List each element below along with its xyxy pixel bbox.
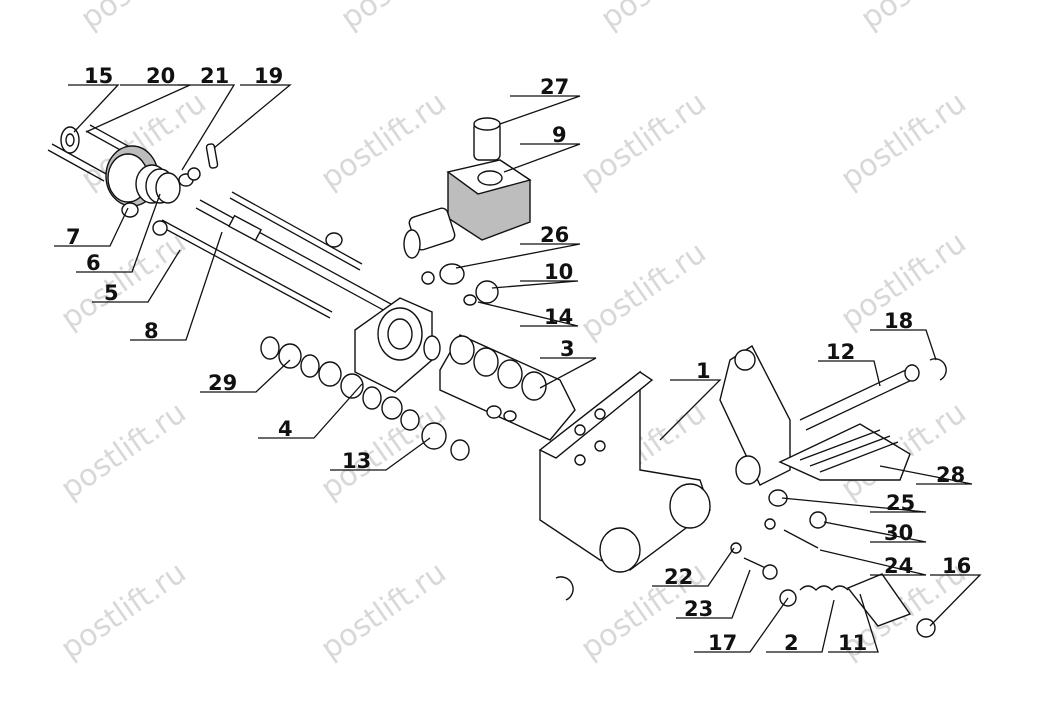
callout-19: 19 (254, 64, 283, 88)
watermark-text: postlift.ru (575, 85, 713, 196)
callout-4: 4 (278, 417, 293, 441)
watermark-text: postlift.ru (315, 85, 453, 196)
callout-30: 30 (884, 521, 913, 545)
callout-9: 9 (552, 123, 567, 147)
watermark-text: postlift.ru (575, 235, 713, 346)
callout-15: 15 (84, 64, 113, 88)
leader-lines (54, 84, 982, 653)
callout-25: 25 (886, 491, 915, 515)
watermark-text: postlift.ru (315, 555, 453, 666)
callout-13: 13 (342, 449, 371, 473)
watermark-text: postlift.ru (595, 0, 733, 37)
callout-11: 11 (838, 631, 867, 655)
callout-22: 22 (664, 565, 693, 589)
small-hardware (730, 489, 936, 638)
callout-29: 29 (208, 371, 237, 395)
watermark-layer: postlift.ru postlift.ru postlift.ru post… (55, 0, 993, 667)
cylinder-housing (260, 297, 470, 461)
callout-26: 26 (540, 223, 569, 247)
seal-stack (260, 336, 470, 461)
callout-labels: 15 20 21 19 27 9 26 10 14 7 6 5 8 29 4 1… (66, 64, 971, 655)
callout-5: 5 (104, 281, 119, 305)
callout-7: 7 (66, 225, 81, 249)
callout-16: 16 (942, 554, 971, 578)
mounting-bracket (538, 370, 711, 601)
callout-18: 18 (884, 309, 913, 333)
callout-24: 24 (884, 554, 913, 578)
callout-12: 12 (826, 340, 855, 364)
callout-21: 21 (200, 64, 229, 88)
watermark-text: postlift.ru (335, 0, 473, 37)
callout-1: 1 (696, 359, 711, 383)
callout-8: 8 (144, 319, 159, 343)
parts-layer (47, 117, 947, 638)
manifold-block (439, 334, 576, 441)
callout-6: 6 (86, 251, 101, 275)
callout-14: 14 (544, 305, 573, 329)
watermark-text: postlift.ru (55, 555, 193, 666)
callout-23: 23 (684, 597, 713, 621)
callout-20: 20 (146, 64, 175, 88)
callout-27: 27 (540, 75, 569, 99)
flange-assembly (47, 124, 219, 218)
watermark-text: postlift.ru (75, 0, 213, 37)
callout-17: 17 (708, 631, 737, 655)
callout-3: 3 (560, 337, 575, 361)
watermark-text: postlift.ru (855, 0, 993, 37)
watermark-text: postlift.ru (55, 395, 193, 506)
callout-10: 10 (544, 260, 573, 284)
callout-28: 28 (936, 463, 965, 487)
pedal-assembly (719, 344, 947, 486)
callout-2: 2 (784, 631, 799, 655)
watermark-text: postlift.ru (835, 85, 973, 196)
valve-unit (403, 117, 532, 306)
